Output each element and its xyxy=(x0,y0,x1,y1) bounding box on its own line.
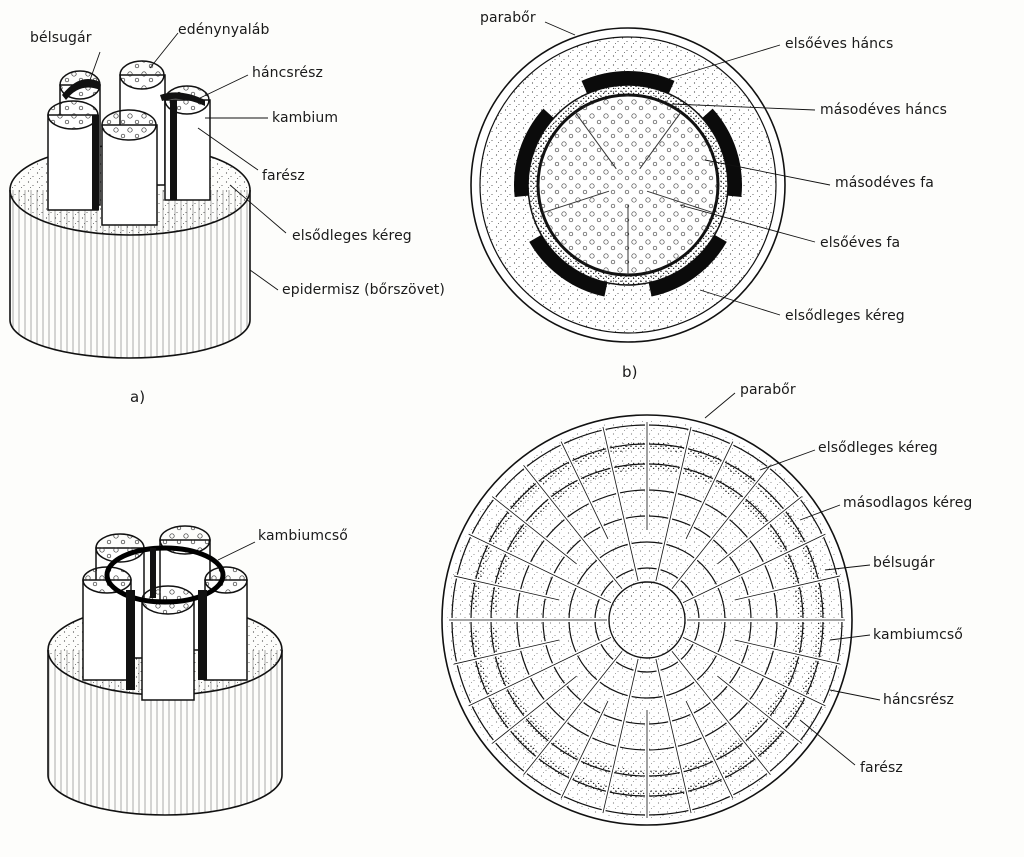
ray-line xyxy=(639,111,682,170)
ray-line xyxy=(717,675,803,744)
ray-line xyxy=(453,639,560,665)
ray-line xyxy=(655,426,692,582)
ray-line xyxy=(468,636,612,707)
label-belsugar-a: bélsugár xyxy=(30,30,92,46)
ray-line xyxy=(523,464,623,589)
ray-line xyxy=(602,426,639,582)
ray-line xyxy=(655,658,692,814)
phloem-cap xyxy=(648,234,727,297)
label-masodeves-fa: másodéves fa xyxy=(835,175,934,191)
ray-line xyxy=(685,700,734,799)
label-elsodleges-kereg-b: elsődleges kéreg xyxy=(785,308,905,324)
ray-line xyxy=(491,496,577,565)
label-kambiumcso-c: kambiumcső xyxy=(258,528,348,544)
panel-b-illustration xyxy=(470,27,786,343)
label-hancsresz-d: háncsrész xyxy=(883,692,954,708)
ray-line xyxy=(671,651,771,776)
ray-line xyxy=(734,575,841,601)
ray-line xyxy=(682,636,826,707)
panel-b-leaders xyxy=(544,21,831,316)
ray-line xyxy=(560,441,609,540)
label-hancsresz-a: háncsrész xyxy=(252,65,323,81)
label-elsodleges-kereg-d: elsődleges kéreg xyxy=(818,440,938,456)
ray-line xyxy=(682,533,826,604)
panel-a-illustration xyxy=(9,60,251,359)
panel-d-leaders xyxy=(704,392,881,766)
label-elsodleges-kereg-a: elsődleges kéreg xyxy=(292,228,412,244)
ray-line xyxy=(560,700,609,799)
ray-line xyxy=(468,533,612,604)
panel-c-leaders xyxy=(217,541,256,561)
label-elsoeves-hancs: elsőéves háncs xyxy=(785,36,894,52)
panel-a-leaders xyxy=(89,32,287,291)
phloem-cap xyxy=(514,108,554,198)
label-faresz-d: farész xyxy=(860,760,903,776)
ray-line xyxy=(671,464,771,589)
ray-line xyxy=(523,651,623,776)
label-edenynyalab: edénynyaláb xyxy=(178,22,270,38)
caption-b: b) xyxy=(622,363,638,381)
ray-line xyxy=(491,675,577,744)
phloem-cap xyxy=(581,71,675,94)
ray-line xyxy=(453,575,560,601)
label-faresz-a: farész xyxy=(262,168,305,184)
ray-line xyxy=(734,639,841,665)
label-belsugar-d: bélsugár xyxy=(873,555,935,571)
label-epidermisz: epidermisz (bőrszövet) xyxy=(282,282,445,298)
phloem-cap xyxy=(529,234,608,297)
label-kambiumcso-d: kambiumcső xyxy=(873,627,963,643)
ray-line xyxy=(646,190,714,214)
ray-line xyxy=(602,658,639,814)
panel-d-illustration xyxy=(441,414,853,826)
panel-c-illustration xyxy=(47,525,283,816)
ray-line xyxy=(574,111,617,170)
label-elsoeves-fa: elsőéves fa xyxy=(820,235,901,251)
phloem-cap xyxy=(702,108,742,198)
label-parabor-d: parabőr xyxy=(740,382,796,398)
ray-line xyxy=(542,190,610,214)
label-kambium: kambium xyxy=(272,110,339,126)
label-parabor-b: parabőr xyxy=(480,10,536,26)
label-masodlagos-kereg: másodlagos kéreg xyxy=(843,495,973,511)
ray-line xyxy=(717,496,803,565)
caption-a: a) xyxy=(130,388,146,406)
ray-line xyxy=(685,441,734,540)
label-masodeves-hancs: másodéves háncs xyxy=(820,102,948,118)
